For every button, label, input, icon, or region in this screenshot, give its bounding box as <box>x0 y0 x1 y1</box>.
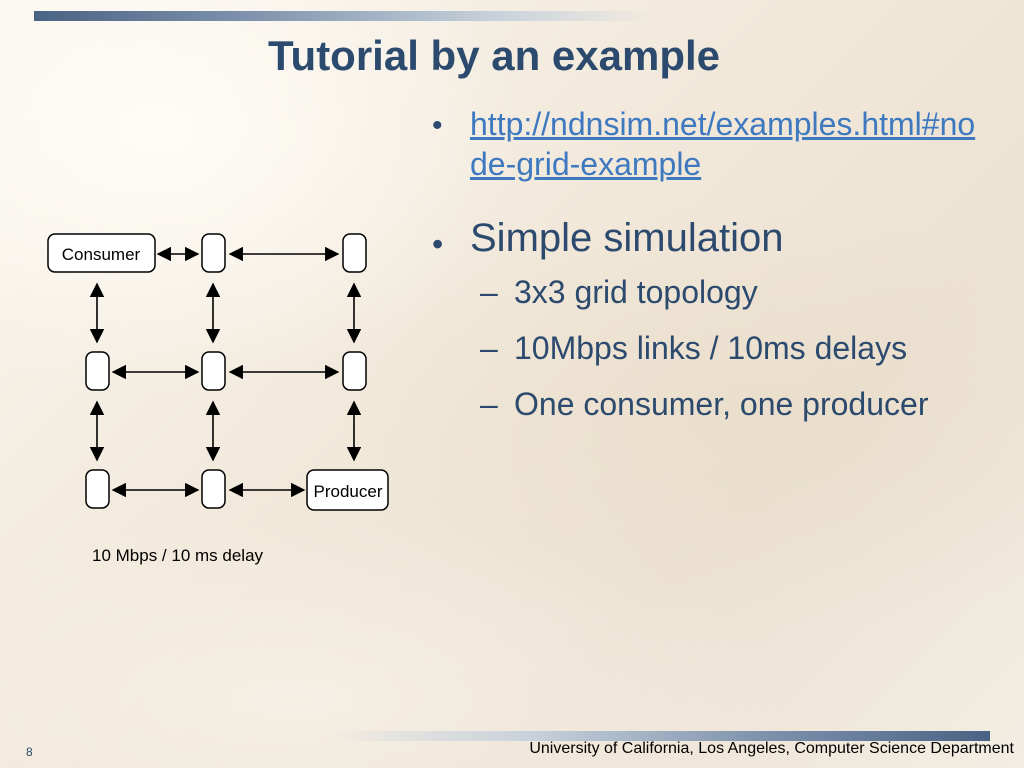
producer-label: Producer <box>314 482 383 501</box>
grid-topology-diagram: Consumer Producer <box>47 233 389 511</box>
node-r2-c3 <box>342 351 367 391</box>
example-link[interactable]: http://ndnsim.net/examples.html#node-gri… <box>470 106 976 182</box>
sub-bullet-text: 10Mbps links / 10ms delays <box>514 330 908 366</box>
sub-bullet-item: – 3x3 grid topology <box>480 268 988 316</box>
bullet-list: • http://ndnsim.net/examples.html#node-g… <box>428 104 988 436</box>
bullet-marker: • <box>432 109 443 142</box>
link-bullet: • http://ndnsim.net/examples.html#node-g… <box>428 104 988 184</box>
sub-bullet-list: – 3x3 grid topology – 10Mbps links / 10m… <box>428 268 988 428</box>
sub-bullet-item: – 10Mbps links / 10ms delays <box>480 324 988 372</box>
node-r2-c1 <box>85 351 110 391</box>
sub-bullet-dash: – <box>480 274 498 310</box>
sub-bullet-dash: – <box>480 330 498 366</box>
footer-text: University of California, Los Angeles, C… <box>529 740 1014 757</box>
diagram-caption: 10 Mbps / 10 ms delay <box>92 546 264 565</box>
slide-title: Tutorial by an example <box>268 32 721 79</box>
node-r1-c3 <box>342 233 367 273</box>
bottom-accent-bar <box>330 731 990 741</box>
page-number: 8 <box>26 745 33 759</box>
bullet-marker: • <box>432 226 444 262</box>
consumer-node <box>47 233 156 273</box>
main-bullet: • Simple simulation <box>428 214 988 262</box>
top-accent-bar <box>34 11 654 21</box>
consumer-label: Consumer <box>62 245 141 264</box>
sub-bullet-item: – One consumer, one producer <box>480 380 988 428</box>
sub-bullet-dash: – <box>480 386 498 422</box>
node-r3-c1 <box>85 469 110 509</box>
sub-bullet-text: 3x3 grid topology <box>514 274 758 310</box>
main-bullet-text: Simple simulation <box>470 216 784 260</box>
sub-bullet-text: One consumer, one producer <box>514 386 929 422</box>
producer-node <box>306 469 389 511</box>
node-r2-c2 <box>201 351 226 391</box>
node-r1-c2 <box>201 233 226 273</box>
node-r3-c2 <box>201 469 226 509</box>
